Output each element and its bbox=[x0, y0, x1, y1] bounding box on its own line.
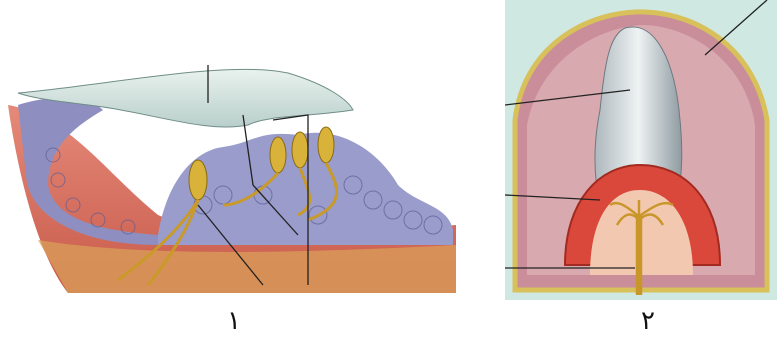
crista-ampullaris-diagram bbox=[505, 0, 777, 300]
figure-2-label: ٢ bbox=[641, 306, 655, 336]
inner-ear-hair-cells-diagram bbox=[8, 55, 456, 293]
figure-1-label: ١ bbox=[227, 306, 241, 336]
